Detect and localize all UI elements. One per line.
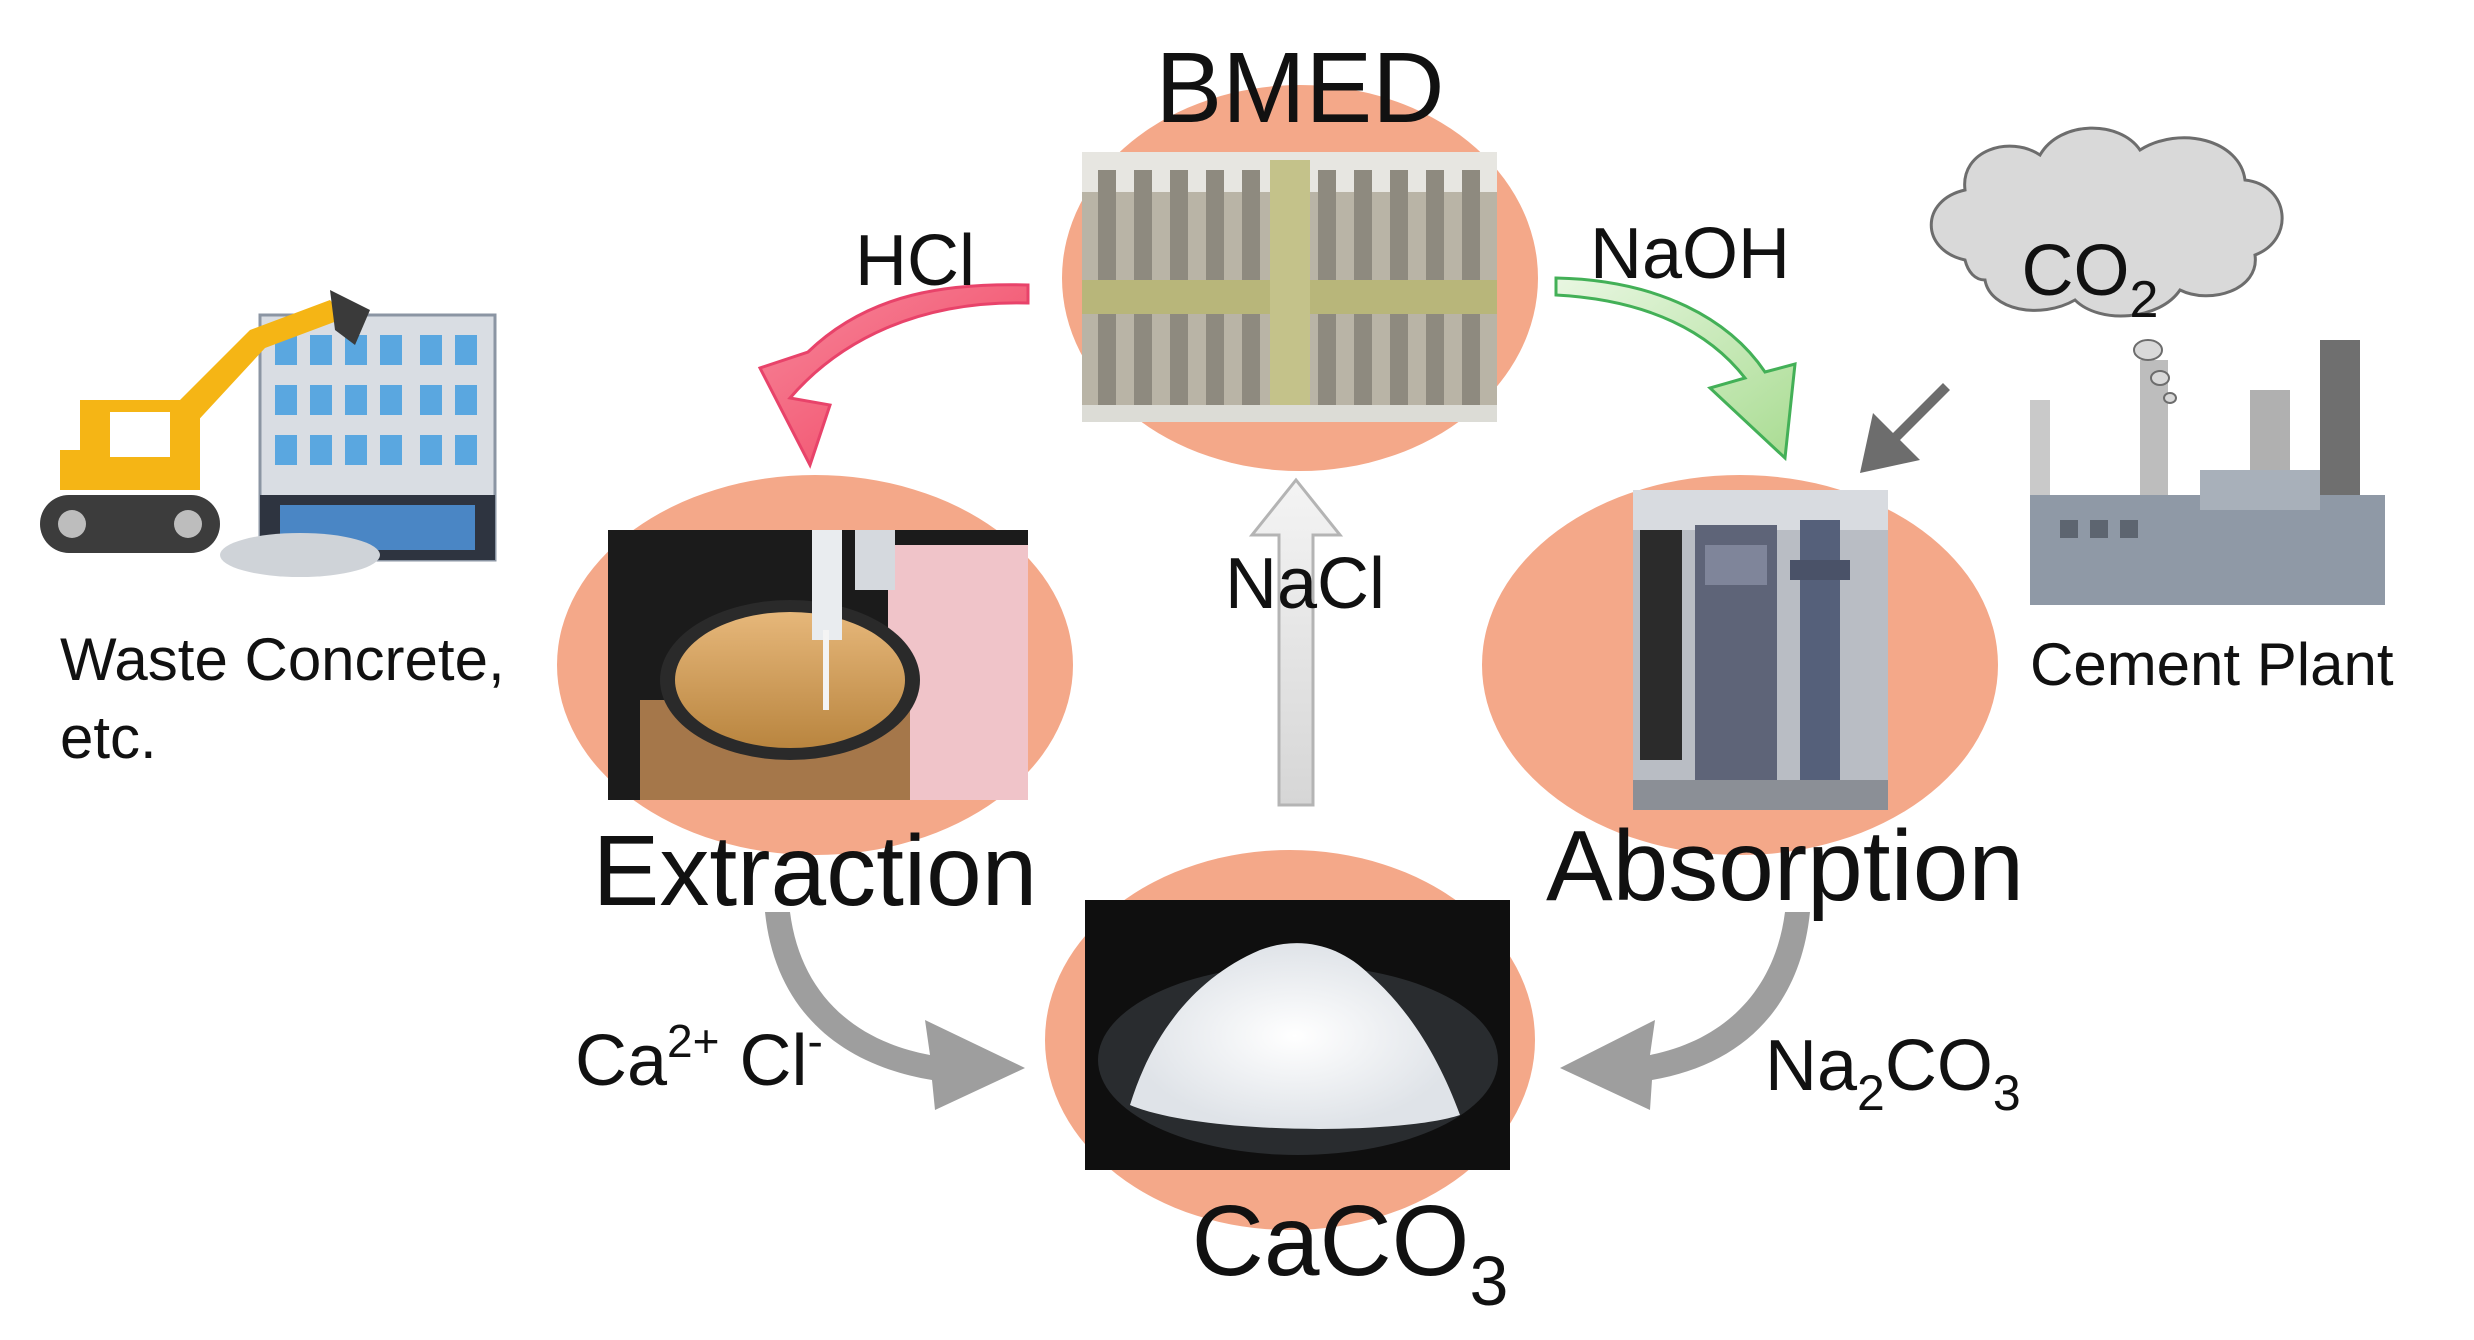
naoh-label: NaOH bbox=[1590, 214, 1790, 294]
nacl-label: NaCl bbox=[1225, 544, 1385, 624]
waste-label-line1: Waste Concrete, bbox=[60, 626, 505, 693]
hcl-arrow bbox=[757, 283, 1030, 469]
cement-plant-icon bbox=[2030, 340, 2385, 605]
absorption-label: Absorption bbox=[1546, 810, 2024, 922]
caco3-photo bbox=[1085, 900, 1510, 1170]
co2-arrow bbox=[1860, 383, 1950, 473]
cement-plant-label: Cement Plant bbox=[2030, 631, 2394, 698]
extraction-photo bbox=[608, 530, 1028, 800]
bmed-label: BMED bbox=[1156, 32, 1445, 144]
naoh-arrow bbox=[1554, 276, 1797, 462]
caco3-label: CaCO3 bbox=[1192, 1185, 1509, 1320]
absorption-photo bbox=[1633, 490, 1888, 810]
nacl-arrow bbox=[1248, 477, 1344, 807]
co2-cloud bbox=[1929, 126, 2284, 404]
na2co3-label: Na2CO3 bbox=[1765, 1026, 2021, 1121]
hcl-label: HCl bbox=[855, 221, 975, 301]
na2co3-arrow bbox=[1560, 912, 1810, 1110]
waste-label-line2: etc. bbox=[60, 704, 157, 771]
co2-label: CO2 bbox=[2022, 231, 2159, 329]
ca-cl-label: Ca2+ Cl- bbox=[575, 1015, 823, 1101]
extraction-label: Extraction bbox=[593, 815, 1038, 927]
bmed-photo bbox=[1082, 152, 1497, 422]
excavator-building-icon bbox=[40, 290, 497, 577]
ca-cl-arrow bbox=[765, 912, 1025, 1110]
